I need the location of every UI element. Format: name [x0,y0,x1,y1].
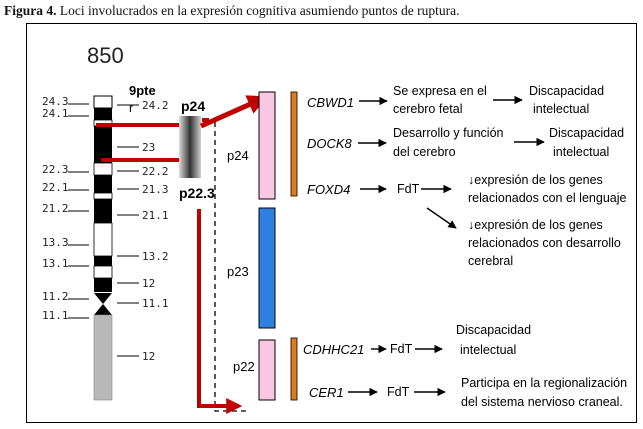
band-label-left: 22.1 [42,181,69,194]
band-dark-2 [94,126,112,163]
gene-outcome-text: ↓expresión de los genes relacionados con… [468,218,624,268]
figure-caption-text: Loci involucrados en la expresión cognit… [59,3,460,18]
gene-row-dock8: DOCK8 Desarrollo y función del cerebro D… [307,126,628,159]
band-label-right: 23 [142,141,155,154]
gene-step-text: FdT [387,385,410,399]
region-label-p24: p24 [227,148,249,163]
band-dark-5 [94,256,112,266]
band-label-left: 11.2 [42,290,69,303]
gene-step-text: FdT [390,342,413,356]
gene-name: FOXD4 [307,182,350,197]
gene-name: CDHHC21 [303,342,364,357]
chromosome-ideogram [93,95,113,401]
chromosome-9pte-label: 9pte [129,83,156,98]
p223-breakpoint-label: p22.3 [179,185,215,201]
gene-step-text: Desarrollo y función del cerebro [393,126,507,159]
band-label-right: 21.3 [142,183,169,196]
band-label-left: 21.2 [42,202,69,215]
band-label-left: 22.3 [42,163,69,176]
region-bar-p23 [258,207,276,329]
red-arrow-upper [199,95,268,129]
band-white-3 [93,192,113,200]
band-label-left: 13.3 [42,236,69,249]
r-label: r [129,101,133,115]
band-pter [93,95,113,109]
gene-row-cbwd1: CBWD1 Se expresa en el cerebro fetal Dis… [307,84,608,116]
gene-step-text: Se expresa en el cerebro fetal [393,84,490,116]
band-label-left: 13.1 [42,257,69,270]
figure-caption: Figura 4. Loci involucrados en la expres… [4,3,460,19]
gene-outcome-text: Discapacidad intelectual [549,126,628,159]
band-label-right: 13.2 [142,250,169,263]
gene-outcome-text: Discapacidad intelectual [529,84,608,116]
band-dark-1 [94,108,112,120]
gene-name: CBWD1 [307,95,354,110]
band-q-heterochromatin [93,314,113,401]
region-bar-p24 [258,91,276,200]
band-label-left: 24.3 [42,95,69,108]
band-white-4 [93,222,113,257]
band-label-left: 11.1 [42,309,69,322]
band-dark-4 [94,199,112,223]
region-label-p23: p23 [227,264,249,279]
region-bar-p22 [258,339,276,401]
band-white-5 [93,265,113,279]
gene-step-text: FdT [397,182,420,196]
derivative-flag [202,118,209,122]
region-label-p22: p22 [233,359,255,374]
gene-outcome-text: ↓expresión de los genes relacionados con… [468,173,626,205]
centromere [94,293,112,315]
gene-name: DOCK8 [307,136,353,151]
band-dark-3 [94,175,112,193]
left-band-labels: 24.3 24.1 22.3 22.1 21.2 13.3 13.1 11.2 … [42,95,89,322]
gene-outcome-text: Participa en la regionalización del sist… [461,376,631,409]
derivative-chromosome-smear [179,116,201,178]
band-label-right: 11.1 [142,297,169,310]
red-arrow-lower [197,209,243,414]
gene-bar-lower [290,337,298,401]
resolution-label: 850 [87,43,124,68]
figure-caption-label: Figura 4. [4,3,57,18]
figure-diagram: 850 24.3 24.1 22.3 22.1 21.2 13.3 13.1 1… [42,43,631,414]
figure-panel: 850 24.3 24.1 22.3 22.1 21.2 13.3 13.1 1… [26,23,637,423]
gene-row-foxd4: FOXD4 FdT ↓expresión de los genes relaci… [307,173,626,268]
band-dark-6 [94,278,112,292]
band-label-right: 21.1 [142,209,169,222]
band-label-right: 22.2 [142,165,169,178]
gene-name: CER1 [309,385,344,400]
flow-arrow [426,207,457,229]
band-label-right: 12 [142,350,155,363]
right-band-labels: 24.2 23 22.2 21.3 21.1 13.2 12 11.1 12 [117,99,169,363]
band-white-2 [93,162,113,176]
gene-row-cer1: CER1 FdT Participa en la regionalización… [309,376,631,409]
band-label-left: 24.1 [42,107,69,120]
band-label-right: 24.2 [142,99,169,112]
gene-outcome-text: Discapacidad intelectual [456,323,535,357]
p24-breakpoint-label: p24 [181,98,205,114]
gene-row-cdhhc21: CDHHC21 FdT Discapacidad intelectual [303,323,535,357]
gene-bar-upper [290,91,298,197]
band-label-right: 12 [142,277,155,290]
